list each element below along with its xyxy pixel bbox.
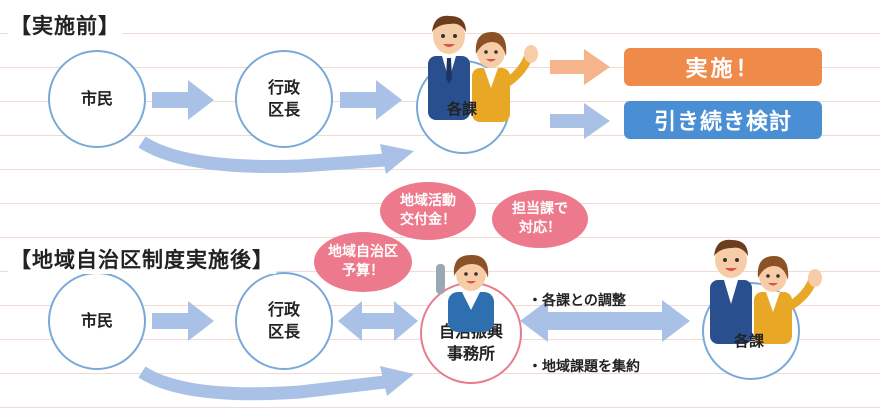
citizen-node-before: 市民: [48, 50, 146, 148]
note-collect-issues: ・地域課題を集約: [528, 359, 640, 375]
staff-figures-before: [428, 15, 538, 122]
citizen-node-after: 市民: [48, 272, 146, 370]
bubble-district-budget: 地域自治区 予算！: [314, 232, 412, 292]
businesswoman-icon: [472, 32, 510, 122]
businessman-icon: [428, 15, 470, 120]
businesswoman-icon: [754, 256, 792, 344]
departments-label-after: 各課: [734, 332, 765, 350]
ward-head-label-before: 行政 区長: [267, 78, 300, 119]
ward-head-node-before: 行政 区長: [235, 50, 333, 148]
result-implement-badge: 実施！: [624, 48, 822, 86]
arrow-to-review: [550, 103, 610, 139]
arrow-ward-to-departments-before: [340, 80, 402, 120]
note-coordination: ・各課との調整: [528, 293, 626, 309]
arrow-to-implement: [550, 49, 610, 85]
arrow-citizen-to-ward-after: [152, 301, 214, 341]
telephone-operator-icon: [436, 254, 494, 332]
departments-label-before: 各課: [447, 100, 478, 118]
ward-head-label-after: 行政 区長: [267, 300, 300, 341]
bubble-activity-grant: 地域活動 交付金！: [380, 182, 476, 240]
businessman-icon: [710, 239, 752, 344]
result-review-badge: 引き続き検討: [624, 101, 822, 139]
waving-hand-icon: [503, 45, 538, 87]
citizen-label-after: 市民: [80, 311, 113, 331]
staff-figures-after: [710, 239, 822, 344]
arrow-citizen-to-departments-before: [138, 136, 386, 173]
citizen-label-before: 市民: [80, 89, 113, 109]
bubble-department-response: 担当課で 対応！: [492, 190, 588, 248]
ward-head-node-after: 行政 区長: [235, 272, 333, 370]
arrow-citizen-to-office-after: [138, 366, 386, 401]
arrow-office-departments-double: [520, 300, 690, 342]
after-heading: 【地域自治区制度実施後】: [8, 244, 276, 274]
waving-hand-icon: [785, 269, 822, 311]
arrow-citizen-to-ward-before: [152, 80, 214, 120]
before-heading: 【実施前】: [8, 10, 122, 40]
arrow-ward-office-double: [338, 301, 418, 341]
